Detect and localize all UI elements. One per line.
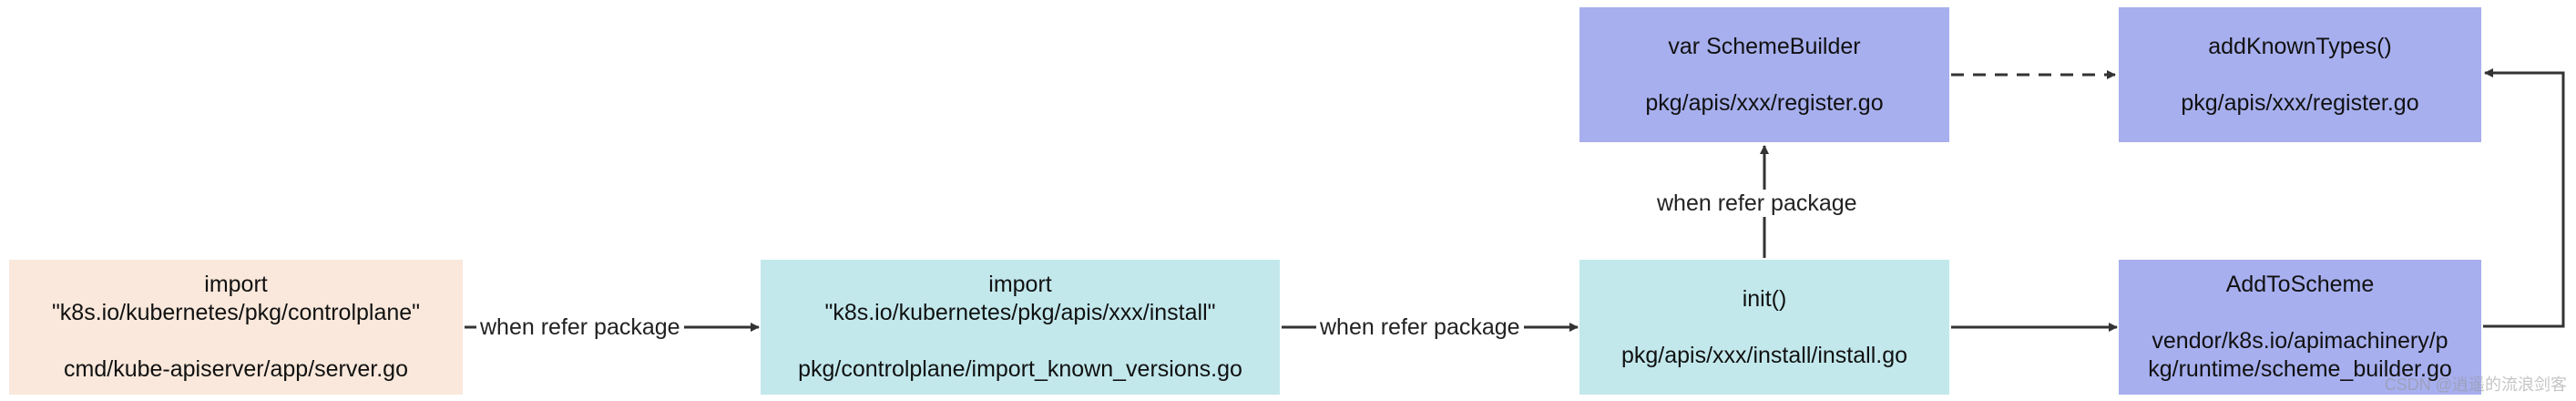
edge-addtoscheme-to-addknowntypes: [2483, 68, 2565, 328]
node-schemebuilder: var SchemeBuilder pkg/apis/xxx/register.…: [1579, 7, 1949, 142]
node-line: var SchemeBuilder: [1668, 33, 1861, 59]
node-addknowntypes: addKnownTypes() pkg/apis/xxx/register.go: [2119, 7, 2481, 142]
node-controlplane-import: import "k8s.io/kubernetes/pkg/controlpla…: [9, 260, 463, 395]
node-init: init() pkg/apis/xxx/install/install.go: [1579, 260, 1949, 395]
node-line: "k8s.io/kubernetes/pkg/controlplane": [51, 300, 421, 325]
node-line: vendor/k8s.io/apimachinery/p: [2152, 328, 2448, 354]
watermark: CSDN @逍遥的流浪剑客: [2384, 375, 2567, 394]
node-line: pkg/apis/xxx/install/install.go: [1620, 342, 1908, 368]
node-line: AddToScheme: [2225, 272, 2375, 297]
node-line: "k8s.io/kubernetes/pkg/apis/xxx/install": [824, 300, 1216, 325]
node-addtoscheme: AddToScheme vendor/k8s.io/apimachinery/p…: [2119, 260, 2481, 395]
node-line: pkg/apis/xxx/register.go: [1645, 89, 1884, 116]
node-line: import: [204, 272, 268, 297]
node-line: init(): [1742, 285, 1787, 312]
node-install-import: import "k8s.io/kubernetes/pkg/apis/xxx/i…: [761, 260, 1280, 395]
node-line: pkg/controlplane/import_known_versions.g…: [798, 356, 1242, 382]
node-line: kg/runtime/scheme_builder.go: [2148, 356, 2452, 382]
edge-label-init-to-schemebuilder: when refer package: [1653, 190, 1861, 217]
node-line: import: [988, 272, 1052, 297]
node-line: addKnownTypes(): [2208, 33, 2392, 59]
node-line: cmd/kube-apiserver/app/server.go: [64, 356, 408, 382]
edge-label-install-to-init: when refer package: [1316, 314, 1524, 341]
node-line: pkg/apis/xxx/register.go: [2181, 89, 2419, 116]
edge-label-controlplane-to-install: when refer package: [476, 314, 684, 341]
